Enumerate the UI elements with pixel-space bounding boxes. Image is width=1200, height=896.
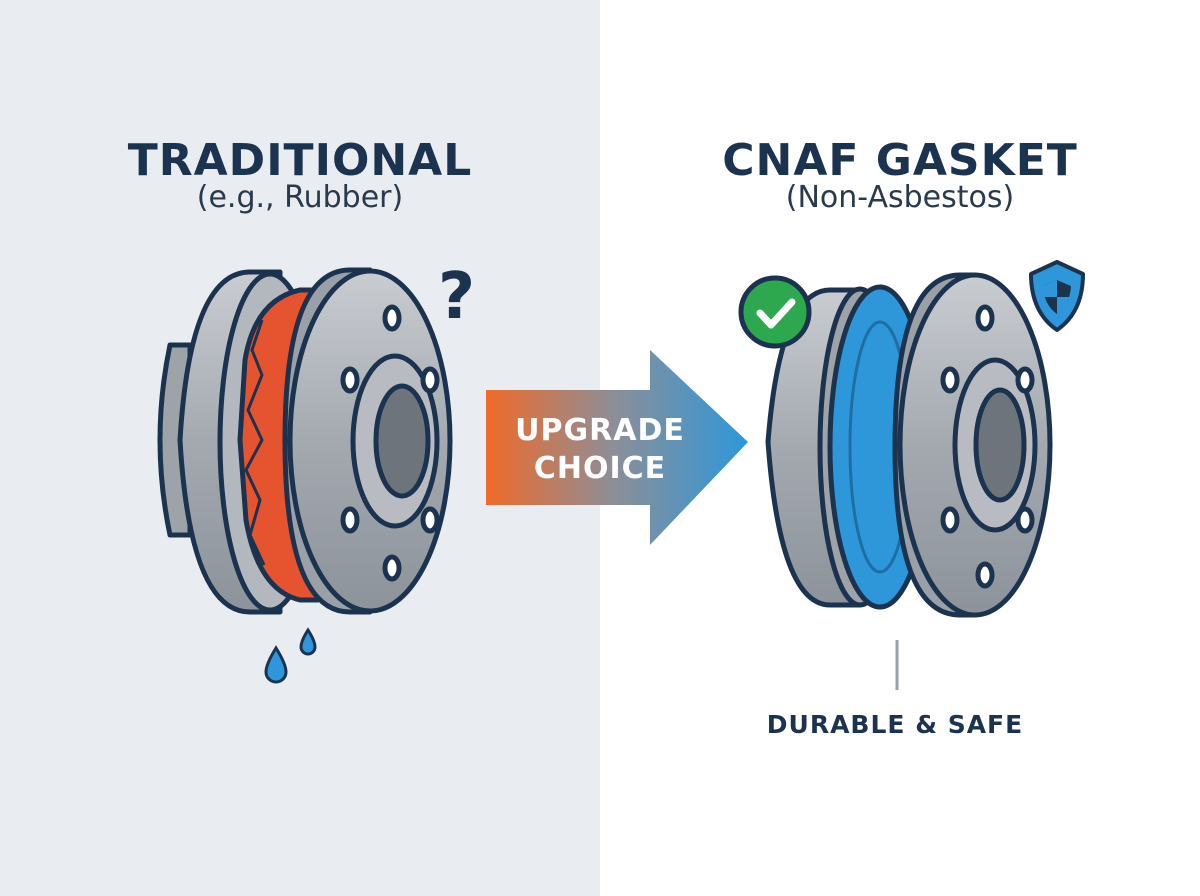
water-drop-icon — [264, 627, 317, 684]
arrow-label-line1: UPGRADE — [515, 413, 685, 448]
cnaf-subtitle: (Non-Asbestos) — [785, 180, 1015, 215]
durable-safe-caption: DURABLE & SAFE — [766, 710, 1024, 739]
question-mark-icon: ? — [438, 260, 475, 334]
traditional-subtitle: (e.g., Rubber) — [196, 180, 404, 215]
traditional-flange-assembly — [157, 267, 453, 615]
traditional-title: TRADITIONAL — [127, 135, 473, 186]
cnaf-flange-assembly — [765, 272, 1053, 618]
check-icon — [738, 275, 812, 349]
cnaf-title: CNAF GASKET — [722, 135, 1078, 186]
upgrade-arrow-icon: UPGRADE CHOICE — [486, 350, 748, 545]
shield-icon — [1029, 260, 1085, 332]
arrow-label-line2: CHOICE — [534, 451, 666, 486]
